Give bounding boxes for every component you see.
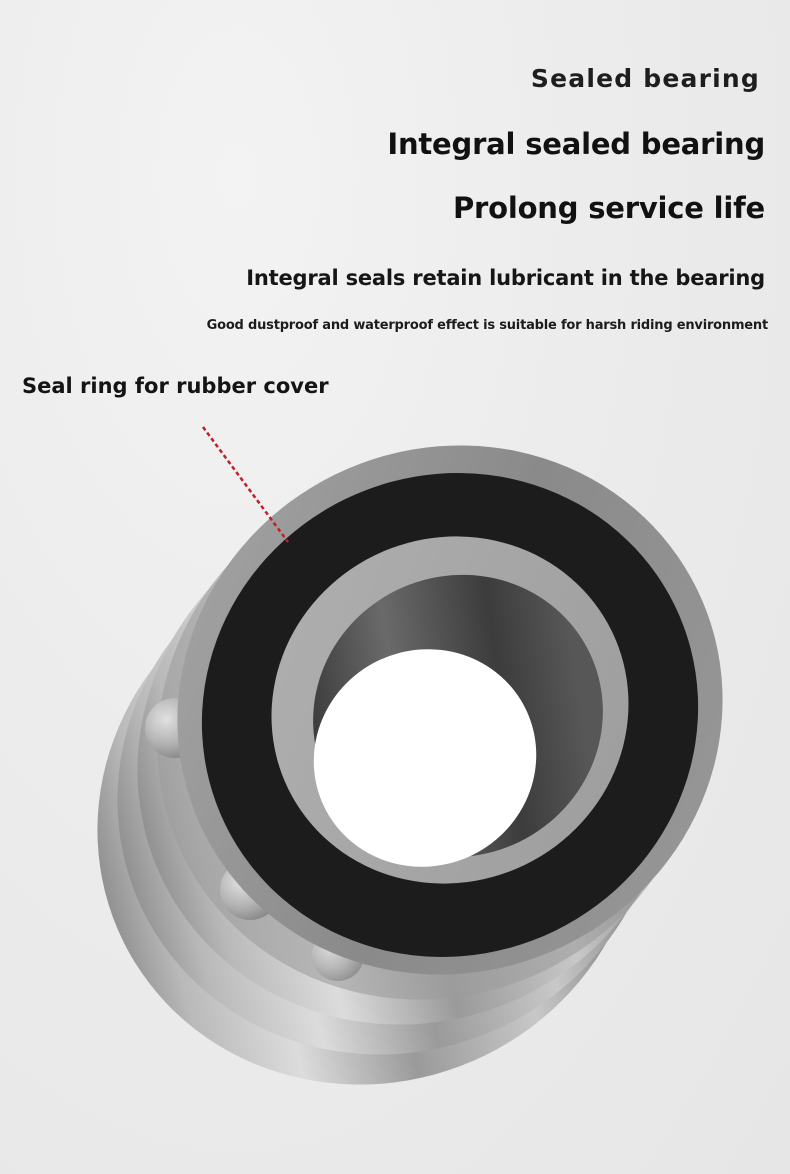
feature-description: Integral seals retain lubricant in the b…	[246, 266, 765, 290]
callout-pointer-line	[201, 426, 290, 543]
sealed-bearing-illustration	[97, 426, 723, 1085]
page-subtitle: Prolong service life	[452, 191, 765, 225]
page-title: Integral sealed bearing	[387, 127, 765, 161]
feature-detail: Good dustproof and waterproof effect is …	[206, 318, 769, 333]
callout-label: Seal ring for rubber cover	[22, 374, 329, 398]
bore-opening	[313, 649, 537, 867]
section-label: Sealed bearing	[530, 64, 760, 93]
